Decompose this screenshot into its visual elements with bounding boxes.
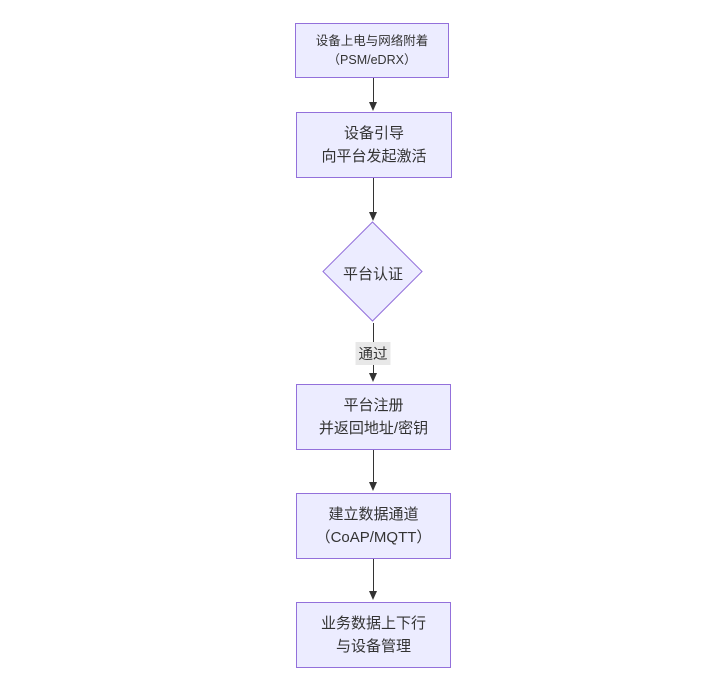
flowchart-node-bootstrap: 设备引导 向平台发起激活: [296, 112, 452, 178]
edge-connector-line: [373, 78, 374, 102]
node-text-line: （PSM/eDRX）: [327, 52, 417, 67]
flowchart-node-data-channel: 建立数据通道 （CoAP/MQTT）: [296, 493, 451, 559]
arrowhead-down-icon: [369, 212, 377, 221]
node-text-line: 设备引导: [343, 125, 404, 142]
node-text-line: 建立数据通道: [328, 506, 419, 523]
arrowhead-down-icon: [369, 102, 377, 111]
node-text-line: 平台注册: [343, 397, 404, 414]
node-text-line: 向平台发起激活: [321, 148, 427, 165]
edge-connector-line: [373, 450, 374, 482]
node-text-line: 业务数据上下行: [320, 615, 426, 632]
flowchart-decision-auth-label: 平台认证: [342, 266, 403, 283]
arrowhead-down-icon: [369, 373, 377, 382]
edge-connector-line: [373, 178, 374, 212]
arrowhead-down-icon: [369, 591, 377, 600]
arrowhead-down-icon: [369, 482, 377, 491]
flowchart-node-power-attach: 设备上电与网络附着 （PSM/eDRX）: [295, 23, 449, 78]
node-text-line: 与设备管理: [335, 638, 411, 655]
node-text-line: （CoAP/MQTT）: [315, 529, 432, 546]
node-text-line: 并返回地址/密钥: [318, 420, 429, 437]
edge-connector-line: [373, 559, 374, 591]
edge-label-pass: 通过: [355, 342, 391, 365]
flowchart-node-business-data: 业务数据上下行 与设备管理: [296, 602, 451, 668]
node-text-line: 设备上电与网络附着: [315, 33, 429, 48]
flowchart-node-register: 平台注册 并返回地址/密钥: [296, 384, 451, 450]
